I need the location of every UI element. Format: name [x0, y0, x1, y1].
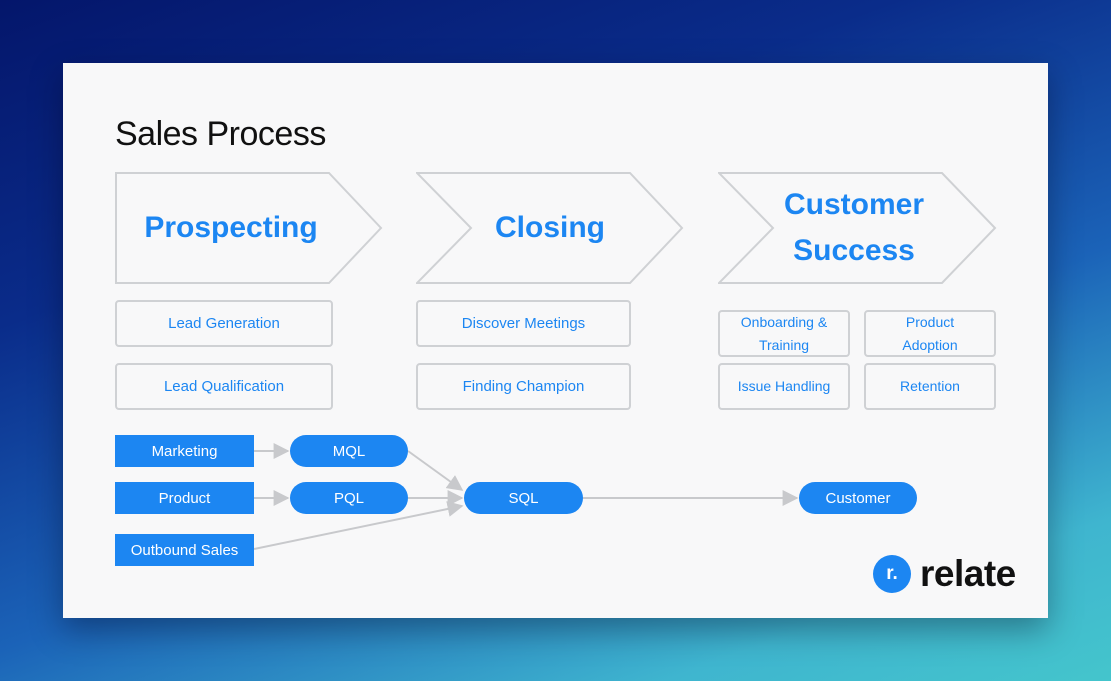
arrow-mql-sql — [407, 450, 464, 491]
activity-finding-champion: Finding Champion — [416, 363, 631, 410]
chevron-shape — [416, 172, 684, 284]
slide-title: Sales Process — [115, 115, 326, 153]
activity-lead-generation: Lead Generation — [115, 300, 333, 347]
node-mql: MQL — [290, 435, 408, 467]
relate-logo-mark: r. — [873, 555, 911, 593]
activity-discover-meetings: Discover Meetings — [416, 300, 631, 347]
source-outbound-sales: Outbound Sales — [115, 534, 254, 566]
source-product: Product — [115, 482, 254, 514]
node-customer: Customer — [799, 482, 917, 514]
chevron-shape — [115, 172, 383, 284]
source-marketing: Marketing — [115, 435, 254, 467]
activity-lead-qualification: Lead Qualification — [115, 363, 333, 410]
stage-closing: Closing — [416, 172, 684, 284]
activity-issue-handling: Issue Handling — [718, 363, 850, 410]
chevron-shape — [718, 172, 997, 284]
relate-logo-text: relate — [920, 553, 1016, 594]
relate-logo: r. relate — [873, 553, 1016, 595]
stage-customer-success: Customer Success — [718, 172, 998, 284]
activity-product-adoption: Product Adoption — [864, 310, 996, 357]
activity-onboarding-training: Onboarding & Training — [718, 310, 850, 357]
activity-retention: Retention — [864, 363, 996, 410]
stage-prospecting: Prospecting — [115, 172, 383, 284]
arrow-outbound-sql — [253, 501, 464, 550]
stage-label: Customer Success — [783, 188, 925, 267]
slide: Sales Process Prospecting Closing Custom… — [63, 63, 1048, 618]
node-sql: SQL — [464, 482, 583, 514]
stage-label: Closing — [495, 211, 605, 244]
flow-connectors — [253, 443, 799, 550]
node-pql: PQL — [290, 482, 408, 514]
stage-label: Prospecting — [144, 211, 318, 244]
